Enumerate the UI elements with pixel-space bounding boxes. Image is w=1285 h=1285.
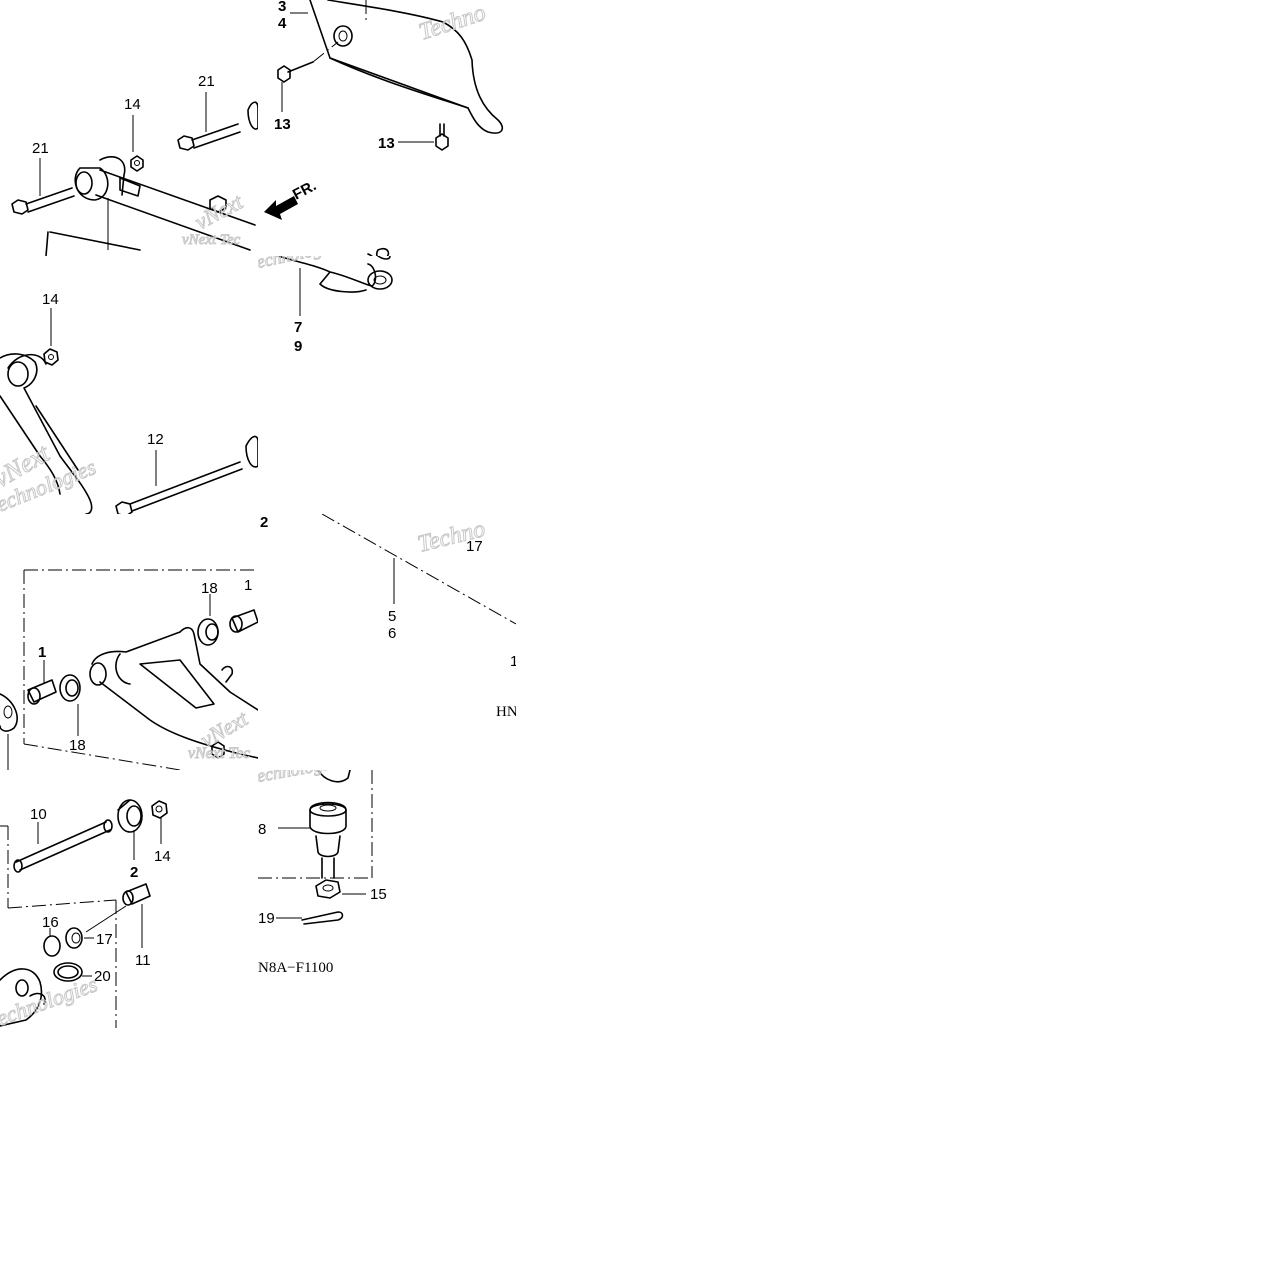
tile-upper-arm: 21 14 21 vNext Tec vNext xyxy=(0,0,258,256)
diagram-code: N8A−F1100 xyxy=(258,960,333,976)
callout-12: 12 xyxy=(147,431,164,448)
callout-1: 1 xyxy=(510,653,516,670)
callout-16: 16 xyxy=(42,914,59,931)
watermark-text: vNext Tec xyxy=(188,745,250,762)
tile-lower-arm: 18 1 1 18 vNext Tec vNext xyxy=(0,514,258,770)
callout-21: 21 xyxy=(32,140,49,157)
diagram-code-fragment: HN xyxy=(496,704,516,720)
watermark-text: vNext xyxy=(191,188,248,234)
watermark-text: echnologies xyxy=(0,971,100,1028)
watermark-text: echnologies xyxy=(258,770,343,786)
callout-19: 19 xyxy=(258,910,275,927)
callout-5: 5 xyxy=(388,608,396,625)
callout-7: 7 xyxy=(294,319,302,336)
callout-20: 20 xyxy=(94,968,111,985)
callout-17: 17 xyxy=(466,538,483,555)
callout-6: 6 xyxy=(388,625,396,642)
callout-14: 14 xyxy=(124,96,141,113)
tile-shaft-bushings: 10 2 14 16 17 20 11 echnologies xyxy=(0,770,258,1028)
callout-9: 9 xyxy=(294,338,302,355)
callout-13: 13 xyxy=(378,135,395,152)
callout-1: 1 xyxy=(38,644,46,661)
tile-rod-end: 7 9 echnologies xyxy=(258,256,516,514)
callout-1: 1 xyxy=(244,577,252,594)
callout-10: 10 xyxy=(30,806,47,823)
watermark-text: Techno xyxy=(416,0,489,46)
callout-17: 17 xyxy=(96,931,113,948)
callout-2: 2 xyxy=(130,864,138,881)
tile-leaders: 2 17 5 6 1 HN Techno xyxy=(258,514,516,770)
callout-13: 13 xyxy=(274,116,291,133)
watermark-text: vNext Tec xyxy=(182,232,241,248)
tile-cover: FR. 3 4 13 13 Techno xyxy=(258,0,516,256)
callout-8: 8 xyxy=(258,821,266,838)
tile-ball-joint: 8 15 19 N8A−F1100 echnologies xyxy=(258,770,516,1028)
callout-14: 14 xyxy=(42,291,59,308)
callout-15: 15 xyxy=(370,886,387,903)
callout-18: 18 xyxy=(69,737,86,754)
callout-4: 4 xyxy=(278,15,287,32)
callout-21: 21 xyxy=(198,73,215,90)
callout-2: 2 xyxy=(260,514,268,531)
callout-11: 11 xyxy=(135,952,151,969)
callout-3: 3 xyxy=(278,0,286,15)
callout-14: 14 xyxy=(154,848,171,865)
callout-18: 18 xyxy=(201,580,218,597)
tile-upper-arm-bolt: 14 12 vNext echnologies xyxy=(0,256,258,514)
